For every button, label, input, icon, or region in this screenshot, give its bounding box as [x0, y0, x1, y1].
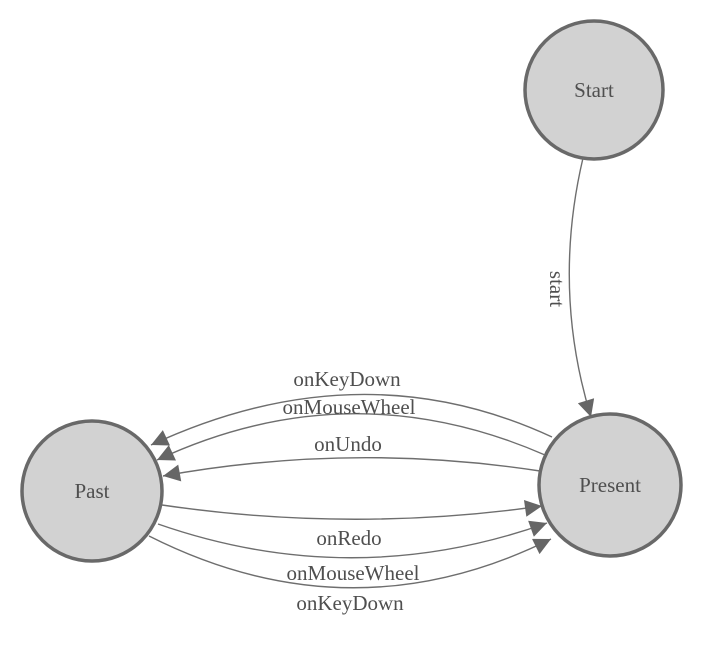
transition-label-present-to-past-onundo: onUndo: [314, 432, 382, 456]
transition-edge-past-to-present-onmousewheel: [157, 520, 548, 559]
transition-edge-past-to-present-onkeydown: [148, 535, 552, 589]
state-node-past[interactable]: Past: [20, 419, 164, 563]
state-node-label-past: Past: [74, 479, 109, 503]
transition-edge-present-to-past-onkeydown: [150, 393, 553, 446]
transition-label-present-to-past-onmousewheel: onMouseWheel: [283, 395, 416, 419]
transition-label-present-to-past-onkeydown: onKeyDown: [293, 367, 401, 391]
transition-label-past-to-present-onkeydown: onKeyDown: [296, 591, 404, 615]
transition-label-start-to-present-start: start: [545, 271, 569, 307]
transition-edge-present-to-past-onundo: [162, 456, 541, 482]
state-node-circle-past[interactable]: [20, 419, 164, 563]
transition-label-past-to-present-onmousewheel: onMouseWheel: [287, 561, 420, 585]
transition-edge-past-to-present-onredo: [161, 499, 543, 520]
state-node-circle-start[interactable]: [523, 19, 665, 161]
state-node-label-present: Present: [579, 473, 641, 497]
state-node-circle-present[interactable]: [537, 412, 683, 558]
transition-edge-present-to-past-onmousewheel: [156, 413, 546, 461]
transition-edge-start-to-present-start: [568, 157, 595, 418]
state-node-start[interactable]: Start: [523, 19, 665, 161]
state-node-present[interactable]: Present: [537, 412, 683, 558]
transition-label-past-to-present-onredo: onRedo: [316, 526, 381, 550]
state-node-label-start: Start: [574, 78, 614, 102]
